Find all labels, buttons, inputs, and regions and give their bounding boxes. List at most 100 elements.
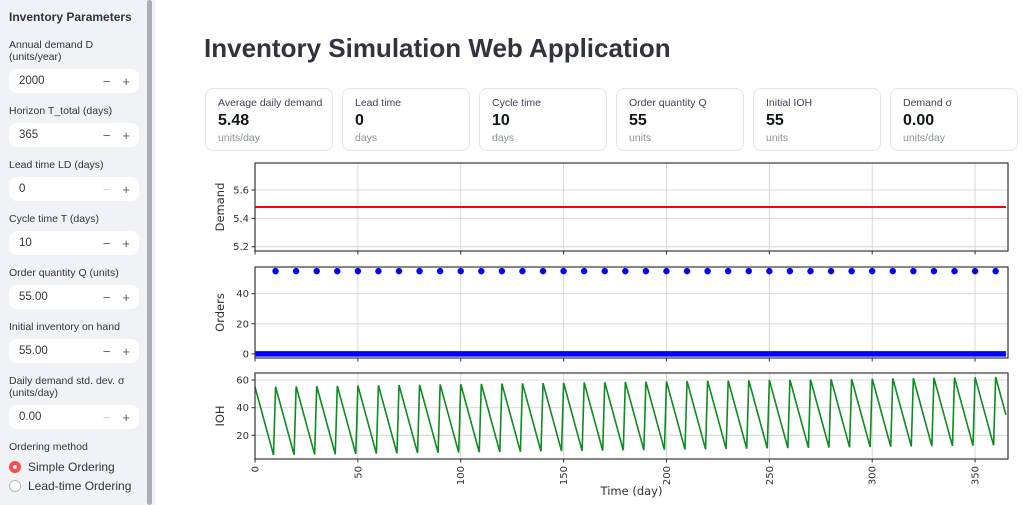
svg-text:350: 350	[971, 466, 982, 485]
svg-text:IOH: IOH	[213, 405, 227, 426]
svg-text:0: 0	[251, 466, 262, 472]
decrement-button[interactable]: −	[102, 343, 111, 359]
number-input-value[interactable]: 55.00	[19, 345, 48, 357]
radio-option[interactable]: Simple Ordering	[9, 460, 139, 474]
number-input-field: Annual demand D (units/year) 2000 − +	[9, 39, 139, 93]
metric-unit: days	[355, 132, 378, 144]
svg-text:300: 300	[868, 466, 879, 485]
number-input-label: Daily demand std. dev. σ (units/day)	[9, 375, 125, 399]
number-input-label: Horizon T_total (days)	[9, 105, 113, 117]
sidebar-scrollbar[interactable]	[147, 0, 152, 505]
metric-label: Initial IOH	[766, 97, 813, 109]
ordering-method-label: Ordering method	[9, 441, 88, 453]
number-input-label: Cycle time T (days)	[9, 213, 100, 225]
metric-value: 55	[629, 112, 647, 129]
svg-text:100: 100	[456, 466, 467, 485]
number-input[interactable]: 10 − +	[9, 231, 139, 255]
metric-card: Order quantity Q 55 units	[616, 88, 744, 151]
increment-button[interactable]: +	[122, 181, 130, 197]
metric-label: Order quantity Q	[629, 97, 707, 109]
metric-card: Cycle time 10 days	[479, 88, 607, 151]
metric-card: Demand σ 0.00 units/day	[890, 88, 1018, 151]
decrement-button[interactable]: −	[102, 73, 111, 89]
number-input-field: Lead time LD (days) 0 − +	[9, 159, 139, 201]
increment-button[interactable]: +	[122, 235, 130, 251]
radio-circle-icon[interactable]	[9, 461, 21, 473]
main-content: Inventory Simulation Web Application Ave…	[155, 0, 1024, 505]
metric-label: Lead time	[355, 97, 402, 109]
decrement-button[interactable]: −	[102, 289, 111, 305]
sidebar: Inventory Parameters Annual demand D (un…	[0, 0, 155, 505]
number-input[interactable]: 2000 − +	[9, 69, 139, 93]
radio-option-label: Simple Ordering	[28, 460, 115, 474]
svg-text:250: 250	[765, 466, 776, 485]
svg-text:0: 0	[243, 349, 249, 360]
increment-button[interactable]: +	[122, 409, 130, 425]
number-input-value[interactable]: 0	[19, 183, 26, 195]
number-input-value[interactable]: 0.00	[19, 411, 42, 423]
number-input[interactable]: 365 − +	[9, 123, 139, 147]
increment-button[interactable]: +	[122, 73, 130, 89]
metric-unit: units	[766, 132, 789, 144]
number-input-value[interactable]: 10	[19, 237, 32, 249]
decrement-button[interactable]: −	[102, 235, 111, 251]
svg-text:60: 60	[236, 376, 249, 387]
metric-label: Average daily demand	[218, 97, 323, 109]
increment-button[interactable]: +	[122, 343, 130, 359]
page-title: Inventory Simulation Web Application	[204, 33, 671, 63]
number-input-label: Order quantity Q (units)	[9, 267, 119, 279]
number-input[interactable]: 0 − +	[9, 177, 139, 201]
number-input-field: Cycle time T (days) 10 − +	[9, 213, 139, 255]
radio-option[interactable]: Lead-time Ordering	[9, 479, 139, 493]
svg-text:50: 50	[353, 466, 364, 479]
metric-unit: days	[492, 132, 515, 144]
radio-circle-icon[interactable]	[9, 480, 21, 492]
svg-text:40: 40	[236, 403, 249, 414]
svg-text:200: 200	[662, 466, 673, 485]
svg-text:Time (day): Time (day)	[600, 484, 663, 498]
number-input-label: Lead time LD (days)	[9, 159, 104, 171]
number-input-field: Order quantity Q (units) 55.00 − +	[9, 267, 139, 309]
radio-option-label: Lead-time Ordering	[28, 479, 132, 493]
metric-value: 55	[766, 112, 784, 129]
number-input-field: Daily demand std. dev. σ (units/day) 0.0…	[9, 375, 139, 429]
decrement-button[interactable]: −	[102, 127, 111, 143]
svg-text:150: 150	[559, 466, 570, 485]
sidebar-title: Inventory Parameters	[9, 10, 132, 24]
number-input-field: Initial inventory on hand 55.00 − +	[9, 321, 139, 363]
svg-text:40: 40	[236, 289, 249, 300]
metric-unit: units/day	[903, 132, 946, 144]
metric-card: Lead time 0 days	[342, 88, 470, 151]
svg-text:5.2: 5.2	[233, 242, 249, 253]
svg-text:20: 20	[236, 431, 249, 442]
number-input[interactable]: 55.00 − +	[9, 285, 139, 309]
metric-card: Initial IOH 55 units	[753, 88, 881, 151]
metric-value: 0	[355, 112, 364, 129]
decrement-button[interactable]: −	[102, 409, 111, 425]
number-input-value[interactable]: 55.00	[19, 291, 48, 303]
number-input-field: Horizon T_total (days) 365 − +	[9, 105, 139, 147]
number-input-value[interactable]: 2000	[19, 75, 45, 87]
number-input-label: Annual demand D (units/year)	[9, 39, 94, 63]
svg-text:5.6: 5.6	[233, 185, 249, 196]
number-input[interactable]: 0.00 − +	[9, 405, 139, 429]
svg-text:5.4: 5.4	[233, 214, 249, 225]
metric-label: Cycle time	[492, 97, 542, 109]
number-input[interactable]: 55.00 − +	[9, 339, 139, 363]
metric-card: Average daily demand 5.48 units/day	[205, 88, 333, 151]
metric-value: 5.48	[218, 112, 250, 129]
increment-button[interactable]: +	[122, 289, 130, 305]
decrement-button[interactable]: −	[102, 181, 111, 197]
ordering-method-radiogroup: Simple Ordering Lead-time Ordering	[9, 460, 139, 493]
metric-unit: units/day	[218, 132, 261, 144]
metric-unit: units	[629, 132, 652, 144]
number-input-value[interactable]: 365	[19, 129, 39, 141]
metrics-row: Average daily demand 5.48 units/day Lead…	[205, 88, 1018, 151]
increment-button[interactable]: +	[122, 127, 130, 143]
metric-value: 0.00	[903, 112, 935, 129]
svg-text:Demand: Demand	[213, 183, 227, 232]
metric-label: Demand σ	[903, 97, 953, 109]
